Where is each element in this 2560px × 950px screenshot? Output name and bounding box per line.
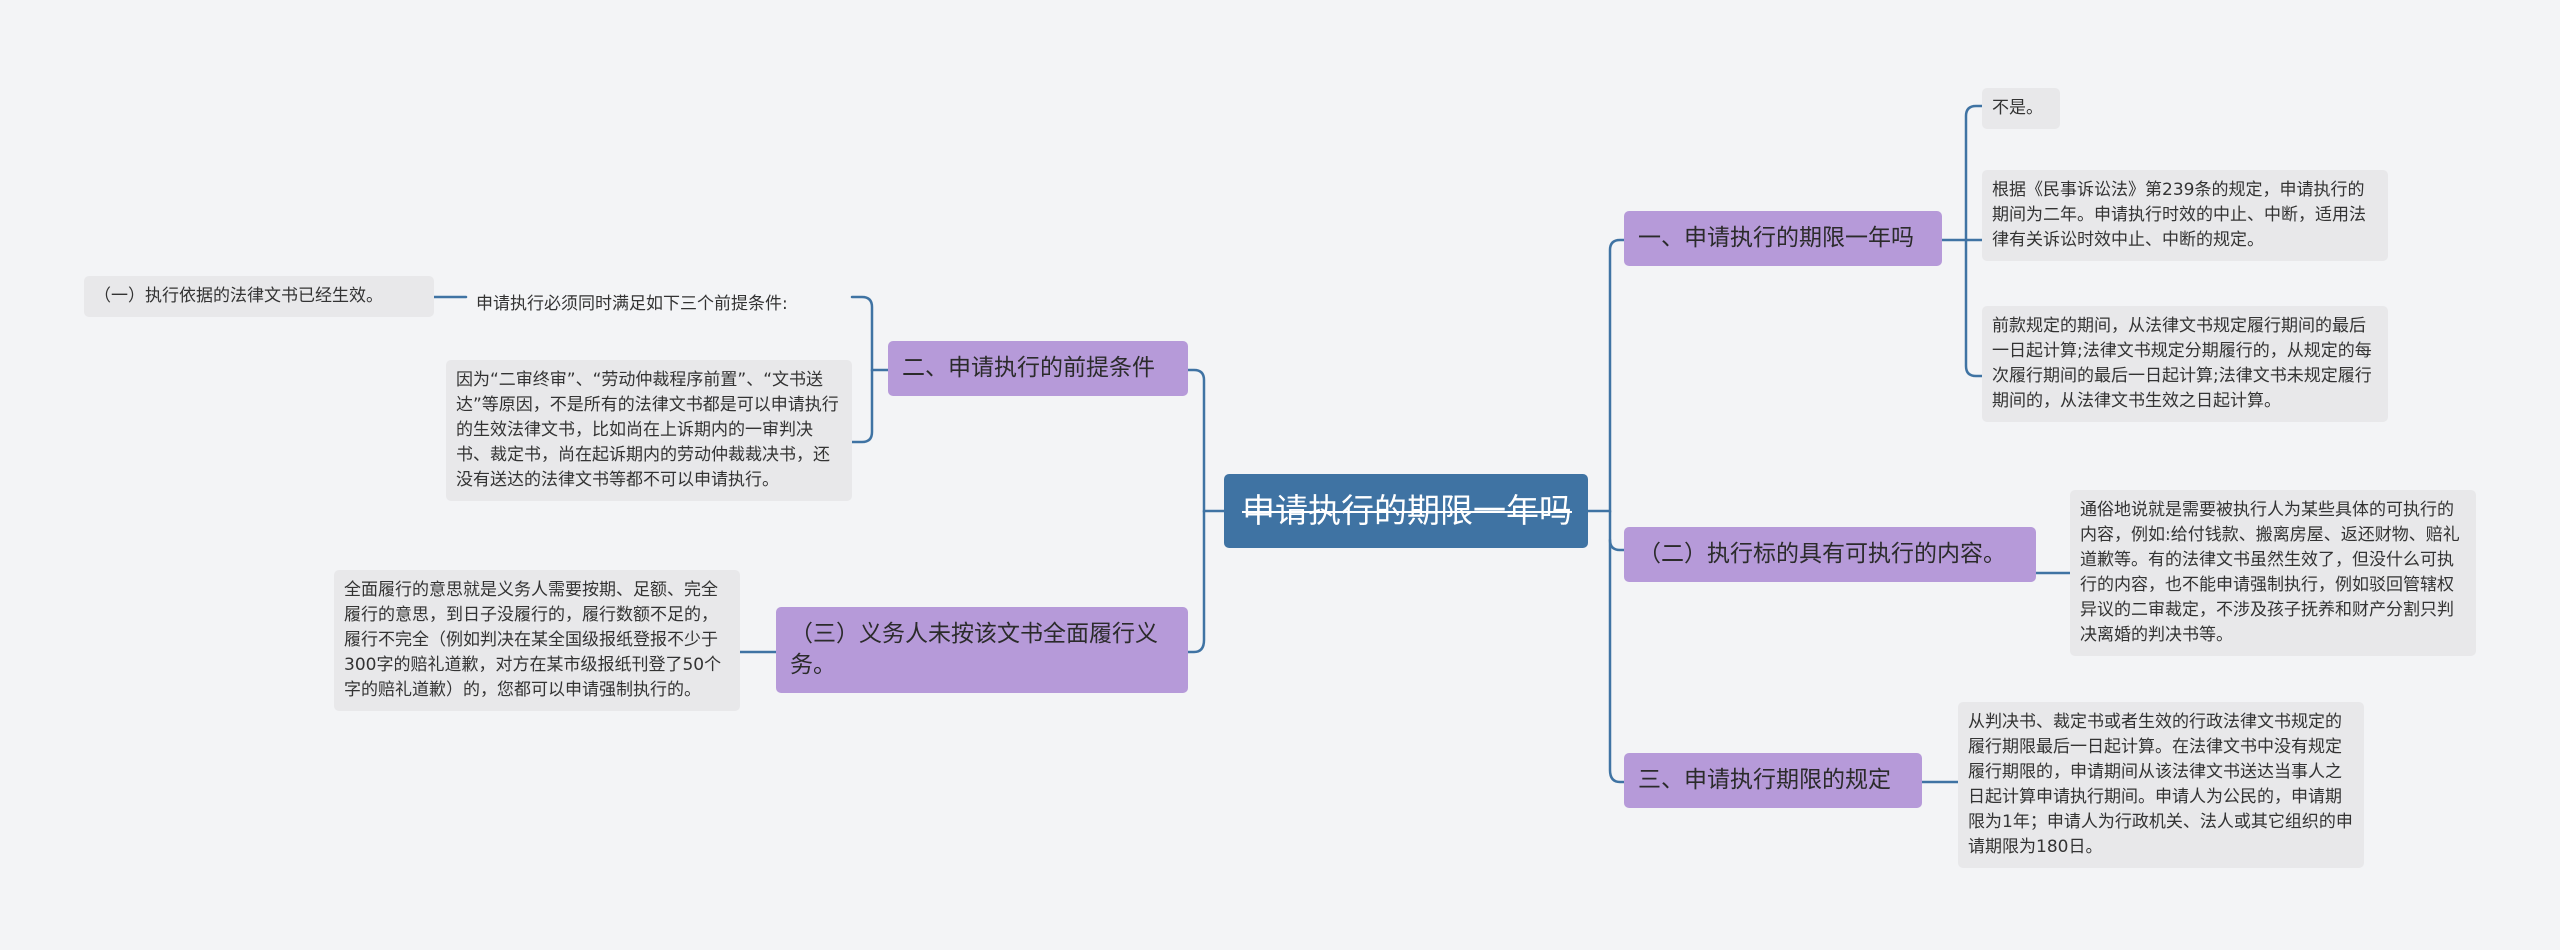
leaf-node-5[interactable]: 因为“二审终审”、“劳动仲裁程序前置”、“文书送达”等原因，不是所有的法律文书都… xyxy=(446,360,852,501)
leaf-text: （一）执行依据的法律文书已经生效。 xyxy=(94,286,383,306)
leaf-text: 申请执行必须同时满足如下三个前提条件: xyxy=(476,294,788,314)
connector-b2-l4 xyxy=(850,295,890,372)
leaf-text: 通俗地说就是需要被执行人为某些具体的可执行的内容，例如:给付钱款、搬离房屋、返还… xyxy=(2080,500,2460,645)
branch-label: 一、申请执行的期限一年吗 xyxy=(1638,225,1914,251)
leaf-text: 前款规定的期间，从法律文书规定履行期间的最后一日起计算;法律文书规定分期履行的，… xyxy=(1992,316,2372,411)
root-label: 申请执行的期限一年吗 xyxy=(1242,491,1572,530)
connector-root-b5 xyxy=(1608,538,1626,784)
connector-b2-l5 xyxy=(850,368,874,444)
branch-node-4[interactable]: （二）执行标的具有可执行的内容。 xyxy=(1624,527,2036,582)
branch-label: 三、申请执行期限的规定 xyxy=(1638,767,1891,793)
connector-root-b4 xyxy=(1608,509,1626,552)
connector-b1-leaves xyxy=(1940,104,1984,242)
leaf-node-2[interactable]: 根据《民事诉讼法》第239条的规定，申请执行的期间为二年。申请执行时效的中止、中… xyxy=(1982,170,2388,261)
leaf-node-1[interactable]: 不是。 xyxy=(1982,88,2060,129)
branch-label: （三）义务人未按该文书全面履行义务。 xyxy=(790,621,1158,678)
root-node[interactable]: 申请执行的期限一年吗 xyxy=(1224,474,1588,548)
connector-root-b1 xyxy=(1586,238,1626,513)
leaf-node-7[interactable]: 通俗地说就是需要被执行人为某些具体的可执行的内容，例如:给付钱款、搬离房屋、返还… xyxy=(2070,490,2476,656)
leaf-text: 因为“二审终审”、“劳动仲裁程序前置”、“文书送达”等原因，不是所有的法律文书都… xyxy=(456,370,839,490)
branch-label: （二）执行标的具有可执行的内容。 xyxy=(1638,541,2006,567)
branch-label: 二、申请执行的前提条件 xyxy=(902,355,1155,381)
branch-node-2[interactable]: 二、申请执行的前提条件 xyxy=(888,341,1188,396)
leaf-node-4a[interactable]: （一）执行依据的法律文书已经生效。 xyxy=(84,276,434,317)
leaf-node-6[interactable]: 全面履行的意思就是义务人需要按期、足额、完全履行的意思，到日子没履行的，履行数额… xyxy=(334,570,740,711)
branch-node-1[interactable]: 一、申请执行的期限一年吗 xyxy=(1624,211,1942,266)
branch-node-5[interactable]: 三、申请执行期限的规定 xyxy=(1624,753,1922,808)
branch-node-3[interactable]: （三）义务人未按该文书全面履行义务。 xyxy=(776,607,1188,693)
connector-b1-l3 xyxy=(1964,238,1984,378)
connector-root-b2 xyxy=(1186,368,1226,513)
leaf-text: 全面履行的意思就是义务人需要按期、足额、完全履行的意思，到日子没履行的，履行数额… xyxy=(344,580,722,700)
leaf-node-3[interactable]: 前款规定的期间，从法律文书规定履行期间的最后一日起计算;法律文书规定分期履行的，… xyxy=(1982,306,2388,422)
leaf-text: 不是。 xyxy=(1992,98,2043,118)
connector-root-b3 xyxy=(1186,509,1206,654)
leaf-text: 从判决书、裁定书或者生效的行政法律文书规定的履行期限最后一日起计算。在法律文书中… xyxy=(1968,712,2353,857)
leaf-text: 根据《民事诉讼法》第239条的规定，申请执行的期间为二年。申请执行时效的中止、中… xyxy=(1992,180,2366,250)
leaf-node-8[interactable]: 从判决书、裁定书或者生效的行政法律文书规定的履行期限最后一日起计算。在法律文书中… xyxy=(1958,702,2364,868)
leaf-node-4[interactable]: 申请执行必须同时满足如下三个前提条件: xyxy=(466,284,852,325)
